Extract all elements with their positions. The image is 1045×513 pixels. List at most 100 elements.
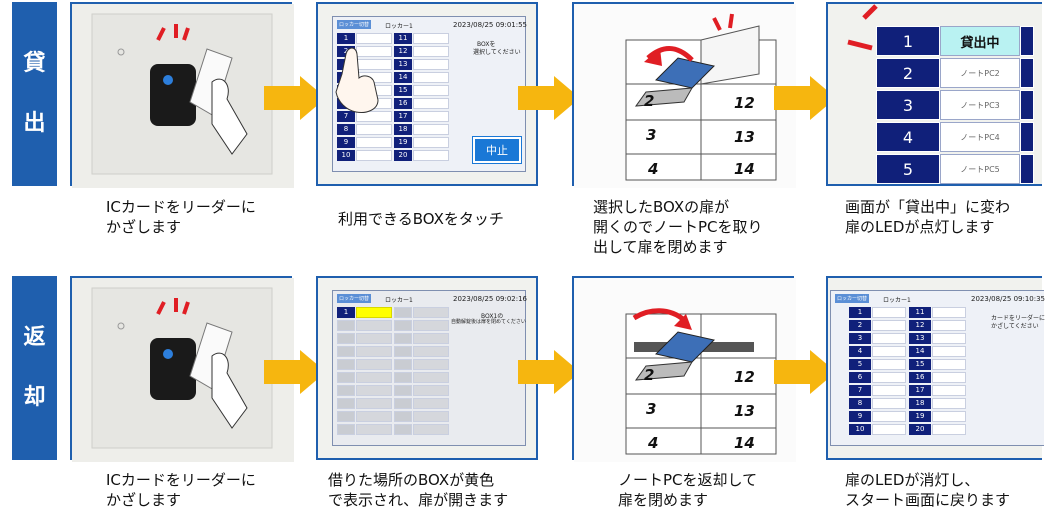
screen-message-line-1: BOXを: [477, 41, 496, 48]
box-button-number[interactable]: 20: [394, 150, 412, 161]
disabled-box-cell: [394, 385, 412, 396]
box-button-number[interactable]: 5: [849, 359, 871, 370]
highlighted-box-cell: [356, 307, 392, 318]
box-name-cell: [413, 137, 449, 148]
box-button-number[interactable]: 7: [337, 111, 355, 122]
box-button-number[interactable]: 14: [909, 346, 931, 357]
box-button-number[interactable]: 3: [849, 333, 871, 344]
screen-message-line-2: 選択してください: [473, 49, 521, 56]
box-button-number[interactable]: 19: [394, 137, 412, 148]
disabled-box-cell: [356, 385, 392, 396]
box-button-number[interactable]: 4: [849, 346, 871, 357]
return-caption-3: ノートPCを返却して 扉を閉めます: [618, 470, 757, 510]
box-button-number[interactable]: 6: [849, 372, 871, 383]
box-button-number[interactable]: 20: [909, 424, 931, 435]
box-button-number[interactable]: 9: [337, 137, 355, 148]
locker-number-12: 12: [734, 94, 755, 112]
box-name-cell: [872, 320, 906, 331]
caption-line: 借りた場所のBOXが黄色: [328, 471, 495, 489]
box-button-number[interactable]: 17: [394, 111, 412, 122]
status-number: 4: [876, 122, 940, 152]
return-touch-screen: ロッカー切替 ロッカー1 2023/08/25 09:02:16 BOX1の 自…: [332, 290, 527, 446]
card-reader-illustration: [72, 4, 294, 188]
return-step3-panel: 2 3 4 12 13 14: [572, 276, 796, 462]
box-button-number[interactable]: 15: [394, 85, 412, 96]
box-button-number[interactable]: 10: [337, 150, 355, 161]
status-text: ノートPC5: [940, 154, 1020, 184]
box-button-number[interactable]: 16: [394, 98, 412, 109]
disabled-box-cell: [394, 333, 412, 344]
screen-datetime: 2023/08/25 09:10:35: [971, 295, 1045, 303]
box-name-cell: [413, 85, 449, 96]
box-button-number[interactable]: 12: [909, 320, 931, 331]
box-name-cell: [932, 359, 966, 370]
box-name-cell: [932, 385, 966, 396]
box-button-number[interactable]: 10: [849, 424, 871, 435]
caption-line: ICカードをリーダーに: [106, 471, 256, 489]
box-name-cell: [872, 333, 906, 344]
box-name-cell: [932, 307, 966, 318]
disabled-box-cell: [413, 307, 449, 318]
box-button-number[interactable]: 11: [394, 33, 412, 44]
return-label-char-1: 返: [23, 325, 46, 350]
lend-label-char-2: 出: [23, 111, 46, 136]
locker-switch-button[interactable]: ロッカー切替: [835, 294, 870, 303]
disabled-box-cell: [413, 398, 449, 409]
box-name-cell: [872, 424, 906, 435]
status-text: 貸出中: [940, 26, 1020, 56]
svg-text:2: 2: [644, 92, 654, 110]
box-button-number[interactable]: 16: [909, 372, 931, 383]
lend-caption-2: 利用できるBOXをタッチ: [338, 209, 504, 229]
arrow-right-icon: [518, 76, 580, 120]
return-caption-1: ICカードをリーダーに かざします: [106, 470, 256, 510]
box-button-number[interactable]: 15: [909, 359, 931, 370]
status-text: ノートPC4: [940, 122, 1020, 152]
box-button-number[interactable]: 9: [849, 411, 871, 422]
locker-switch-button[interactable]: ロッカー切替: [337, 294, 372, 303]
box-button-number[interactable]: 8: [337, 124, 355, 135]
svg-text:4: 4: [647, 160, 658, 178]
caption-line: 画面が「貸出中」に変わ: [845, 198, 1011, 216]
box-button-number[interactable]: 18: [909, 398, 931, 409]
cancel-button[interactable]: 中止: [473, 137, 521, 163]
box-name-cell: [356, 150, 392, 161]
screen-message-line-2: 自動解錠後は扉を閉めてください: [451, 319, 526, 325]
arrow-right-icon: [774, 76, 836, 120]
status-text: ノートPC3: [940, 90, 1020, 120]
box-button-number[interactable]: 13: [909, 333, 931, 344]
box-button-number[interactable]: 13: [394, 59, 412, 70]
disabled-box-cell: [413, 333, 449, 344]
screen-message-line-1: BOX1の: [481, 313, 504, 320]
box-name-cell: [932, 424, 966, 435]
box-button-number[interactable]: 11: [909, 307, 931, 318]
return-row-label: 返 却: [12, 276, 57, 460]
svg-text:2: 2: [644, 366, 654, 384]
disabled-box-cell: [337, 385, 355, 396]
locker-number-12: 12: [734, 368, 755, 386]
box-name-cell: [932, 320, 966, 331]
return-step2-panel: ロッカー切替 ロッカー1 2023/08/25 09:02:16 BOX1の 自…: [316, 276, 538, 460]
box-button-number[interactable]: 2: [849, 320, 871, 331]
box-button-number[interactable]: 8: [849, 398, 871, 409]
locker-number-14: 14: [734, 160, 755, 178]
disabled-box-cell: [413, 346, 449, 357]
box-button-number[interactable]: 1: [337, 33, 355, 44]
box-button-number[interactable]: 1: [849, 307, 871, 318]
disabled-box-cell: [413, 385, 449, 396]
locker-switch-button[interactable]: ロッカー切替: [337, 20, 372, 29]
box-button-number[interactable]: 12: [394, 46, 412, 57]
box-button-number[interactable]: 19: [909, 411, 931, 422]
lend-step3-panel: 2 3 4 12 13 14: [572, 2, 796, 188]
locker-label: ロッカー1: [385, 23, 413, 30]
box-button-number[interactable]: 7: [849, 385, 871, 396]
box-button-number[interactable]: 18: [394, 124, 412, 135]
box-button-number[interactable]: 1: [337, 307, 355, 318]
box-button-number[interactable]: 14: [394, 72, 412, 83]
box-name-cell: [932, 372, 966, 383]
box-button-number[interactable]: 17: [909, 385, 931, 396]
status-number: 5: [876, 154, 940, 184]
box-button-number[interactable]: 2: [337, 46, 355, 57]
